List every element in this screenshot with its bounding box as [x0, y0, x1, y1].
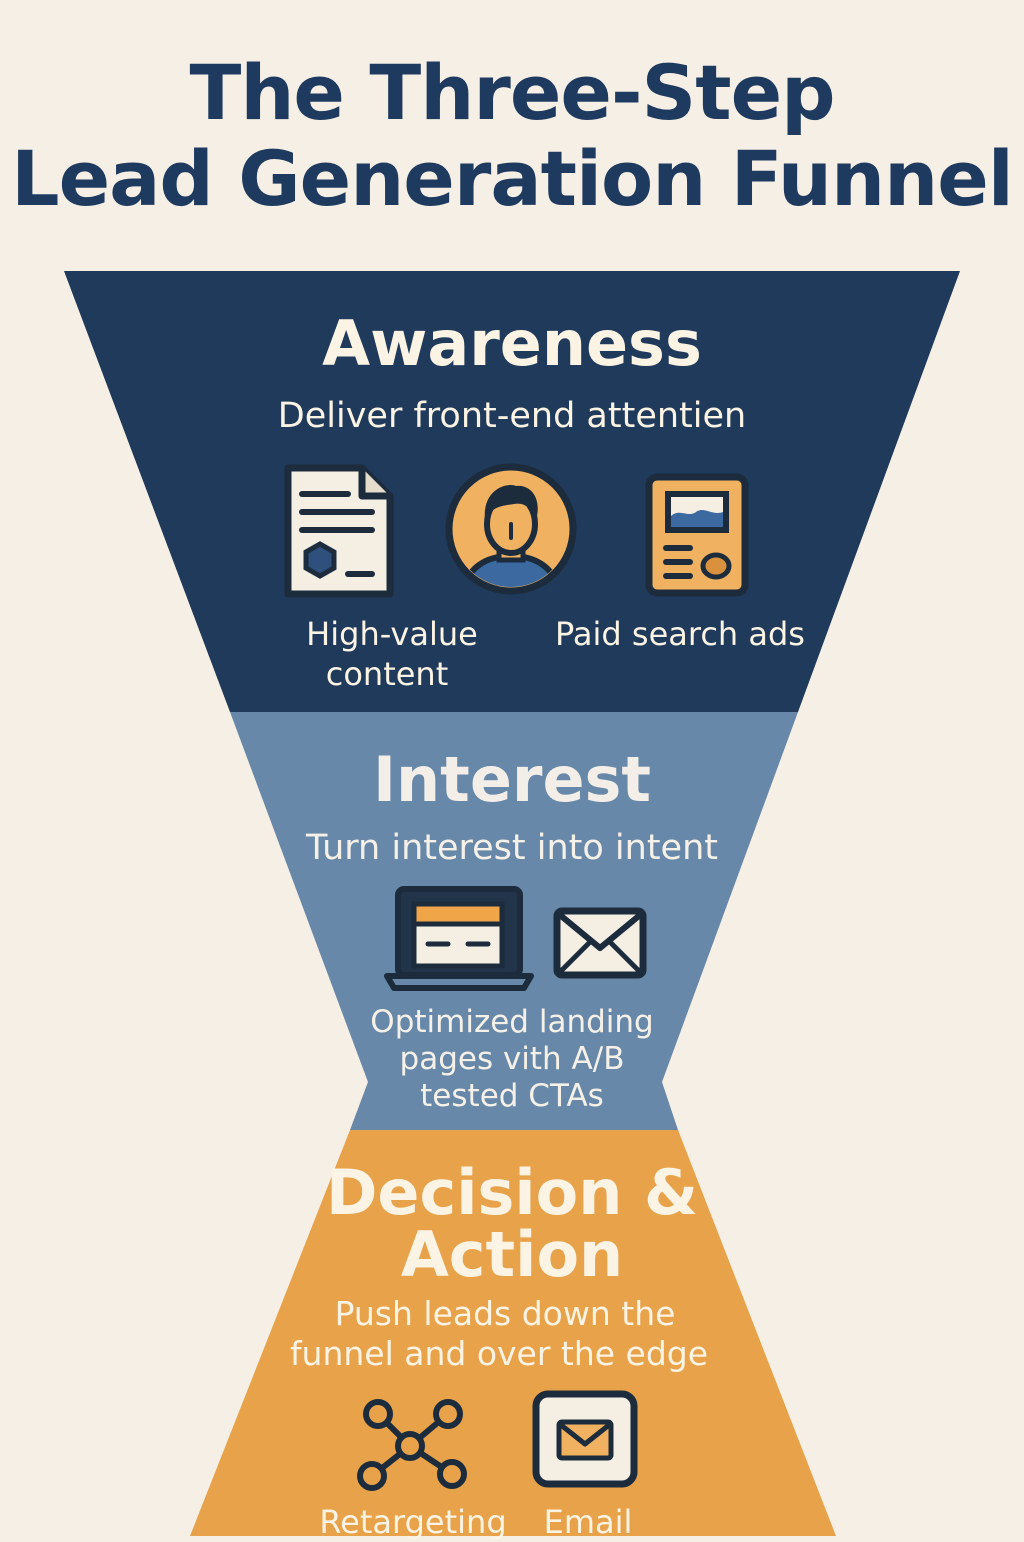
decision-subtitle-line-1: Push leads down the [334, 1294, 676, 1333]
landing-label-line-3: tested CTAs [420, 1078, 604, 1114]
decision-subtitle: Push leads down the funnel and over the … [0, 1294, 1024, 1374]
awareness-subtitle: Deliver front-end attentien [277, 396, 747, 436]
decision-subtitle-line-2: funnel and over the edge [289, 1334, 709, 1373]
retargeting-label: Retargeting [319, 1503, 507, 1541]
interest-title: Interest [372, 743, 652, 816]
interest-subtitle: Turn interest into intent [306, 828, 718, 868]
landing-label-line-1: Optimized landing [370, 1004, 654, 1040]
title-line-2: Lead Generation Funnel [11, 134, 1014, 223]
high-value-content-label: High-value content [272, 614, 512, 694]
paid-search-ads-label: Paid search ads [555, 615, 805, 653]
email-icon [532, 1390, 638, 1488]
high-value-label-line-2: content [325, 655, 449, 693]
email-label: Email [543, 1503, 633, 1541]
high-value-label-line-1: High-value [306, 615, 478, 653]
landing-pages-label: Optimized landing pages vith A/B tested … [352, 1004, 672, 1115]
ad-card-icon [645, 473, 749, 597]
network-icon [357, 1399, 467, 1491]
awareness-title: Awareness [322, 307, 702, 380]
decision-title-line-2: Action [400, 1218, 624, 1291]
laptop-icon [384, 886, 534, 991]
envelope-icon [553, 907, 647, 979]
page-title: The Three-Step Lead Generation Funnel [0, 50, 1024, 222]
decision-title: Decision & Action [0, 1162, 1024, 1286]
document-icon [284, 464, 394, 598]
decision-segment [190, 1130, 836, 1536]
person-avatar-icon [445, 463, 577, 595]
landing-label-line-2: pages vith A/B [399, 1041, 625, 1077]
title-line-1: The Three-Step [189, 48, 835, 137]
decision-title-line-1: Decision & [325, 1156, 699, 1229]
